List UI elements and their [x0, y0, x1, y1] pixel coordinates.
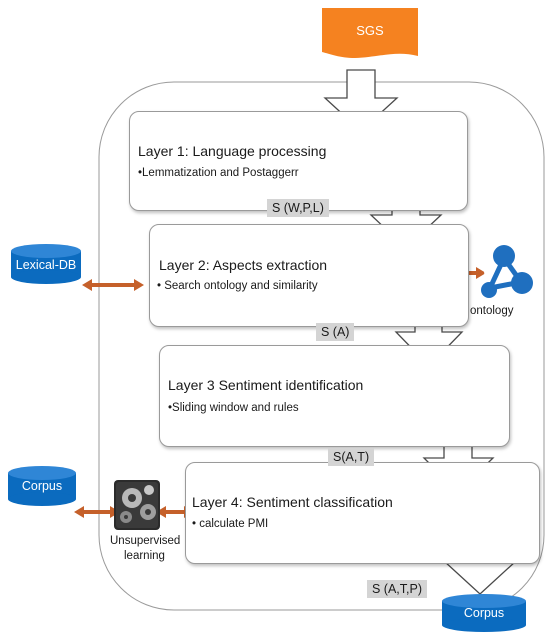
layer-1-title: Layer 1: Language processing: [138, 143, 327, 159]
layer-3-bullet: •Sliding window and rules: [168, 402, 299, 414]
corpus-bottom-label: Corpus: [463, 606, 505, 620]
system-frame: [98, 81, 545, 611]
layer-3-title: Layer 3 Sentiment identification: [168, 377, 364, 393]
sgs-input-label: SGS: [356, 23, 384, 38]
connector-label-3: S(A,T): [328, 448, 375, 466]
ontology-network-icon: [481, 242, 540, 298]
ontology-label: ontology: [470, 305, 514, 317]
layer-4-title: Layer 4: Sentiment classification: [192, 494, 393, 510]
layer-2-box: [149, 224, 469, 327]
corpus-left-cylinder: [8, 466, 76, 506]
lexical-link: [82, 279, 144, 291]
sgs-document-shape: [322, 8, 418, 58]
lexical-db-label: Lexical-DB: [15, 258, 77, 272]
corpus-unsupervised-link: [74, 506, 120, 518]
corpus-left-label: Corpus: [21, 479, 63, 493]
gears-icon: [114, 480, 160, 530]
layer-3-box: [159, 345, 510, 447]
connector-label-2: S (A): [316, 323, 355, 341]
layer-2-bullet: • Search ontology and similarity: [157, 280, 318, 292]
layer-2-title: Layer 2: Aspects extraction: [159, 257, 328, 273]
layer-1-bullet: •Lemmatization and Postaggerr: [138, 167, 299, 179]
lexical-db-cylinder: [11, 244, 81, 284]
connector-label-1: S (W,P,L): [267, 199, 329, 217]
corpus-bottom-cylinder: [442, 594, 526, 632]
layer-4-box: [185, 462, 540, 564]
layer-4-bullet: • calculate PMI: [192, 518, 269, 530]
connector-label-4: S (A,T,P): [367, 580, 428, 598]
unsupervised-label-line1: Unsupervised: [110, 535, 181, 547]
layer-1-box: [129, 111, 468, 211]
unsupervised-label-line2: learning: [124, 550, 165, 562]
